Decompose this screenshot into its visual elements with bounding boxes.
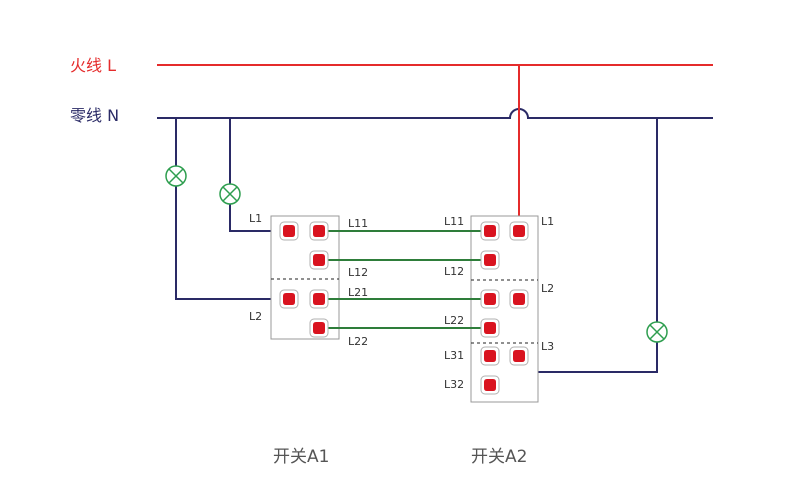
live-line-label: 火线 L [70, 56, 116, 75]
switch-a2-caption: 开关A2 [471, 447, 527, 467]
lamp-2 [219, 183, 241, 205]
a2-label-l22: L22 [444, 314, 464, 327]
a1-label-l11: L11 [348, 217, 368, 230]
a2-label-l31: L31 [444, 349, 464, 362]
a1-label-l21: L21 [348, 286, 368, 299]
lamp-1 [165, 165, 187, 187]
terminal-a2-l11 [480, 221, 500, 241]
neutral-drop-wires [175, 118, 658, 373]
switch-a2 [470, 215, 539, 403]
a2-label-l12: L12 [444, 265, 464, 278]
a1-label-l2: L2 [249, 310, 262, 323]
terminal-a2-l1 [509, 221, 529, 241]
a2-label-l11: L11 [444, 215, 464, 228]
terminal-a1-l21 [309, 289, 329, 309]
switch-a1-caption: 开关A1 [273, 447, 329, 467]
terminal-a1-l11 [309, 221, 329, 241]
terminal-a2-l31 [480, 346, 500, 366]
terminal-a2-l2 [509, 289, 529, 309]
terminal-a2-l22 [480, 318, 500, 338]
terminal-a2-l32 [480, 375, 500, 395]
a1-label-l12: L12 [348, 266, 368, 279]
a1-label-l22: L22 [348, 335, 368, 348]
terminal-a2-l21 [480, 289, 500, 309]
terminal-a1-l1 [279, 221, 299, 241]
terminal-a1-l22 [309, 318, 329, 338]
a2-label-l32: L32 [444, 378, 464, 391]
switch-a1-terminals [279, 221, 329, 338]
terminal-a2-l12 [480, 250, 500, 270]
switch-a2-terminals [480, 221, 529, 395]
neutral-line [157, 108, 713, 119]
a2-label-right-l2: L2 [541, 282, 554, 295]
traveller-wires [325, 230, 485, 329]
a2-label-right-l1: L1 [541, 215, 554, 228]
terminal-a1-l2 [279, 289, 299, 309]
terminal-a2-l3 [509, 346, 529, 366]
neutral-line-label: 零线 N [70, 106, 119, 125]
terminal-a1-l12 [309, 250, 329, 270]
a2-label-right-l3: L3 [541, 340, 554, 353]
a1-label-l1: L1 [249, 212, 262, 225]
lamp-3 [646, 321, 668, 343]
